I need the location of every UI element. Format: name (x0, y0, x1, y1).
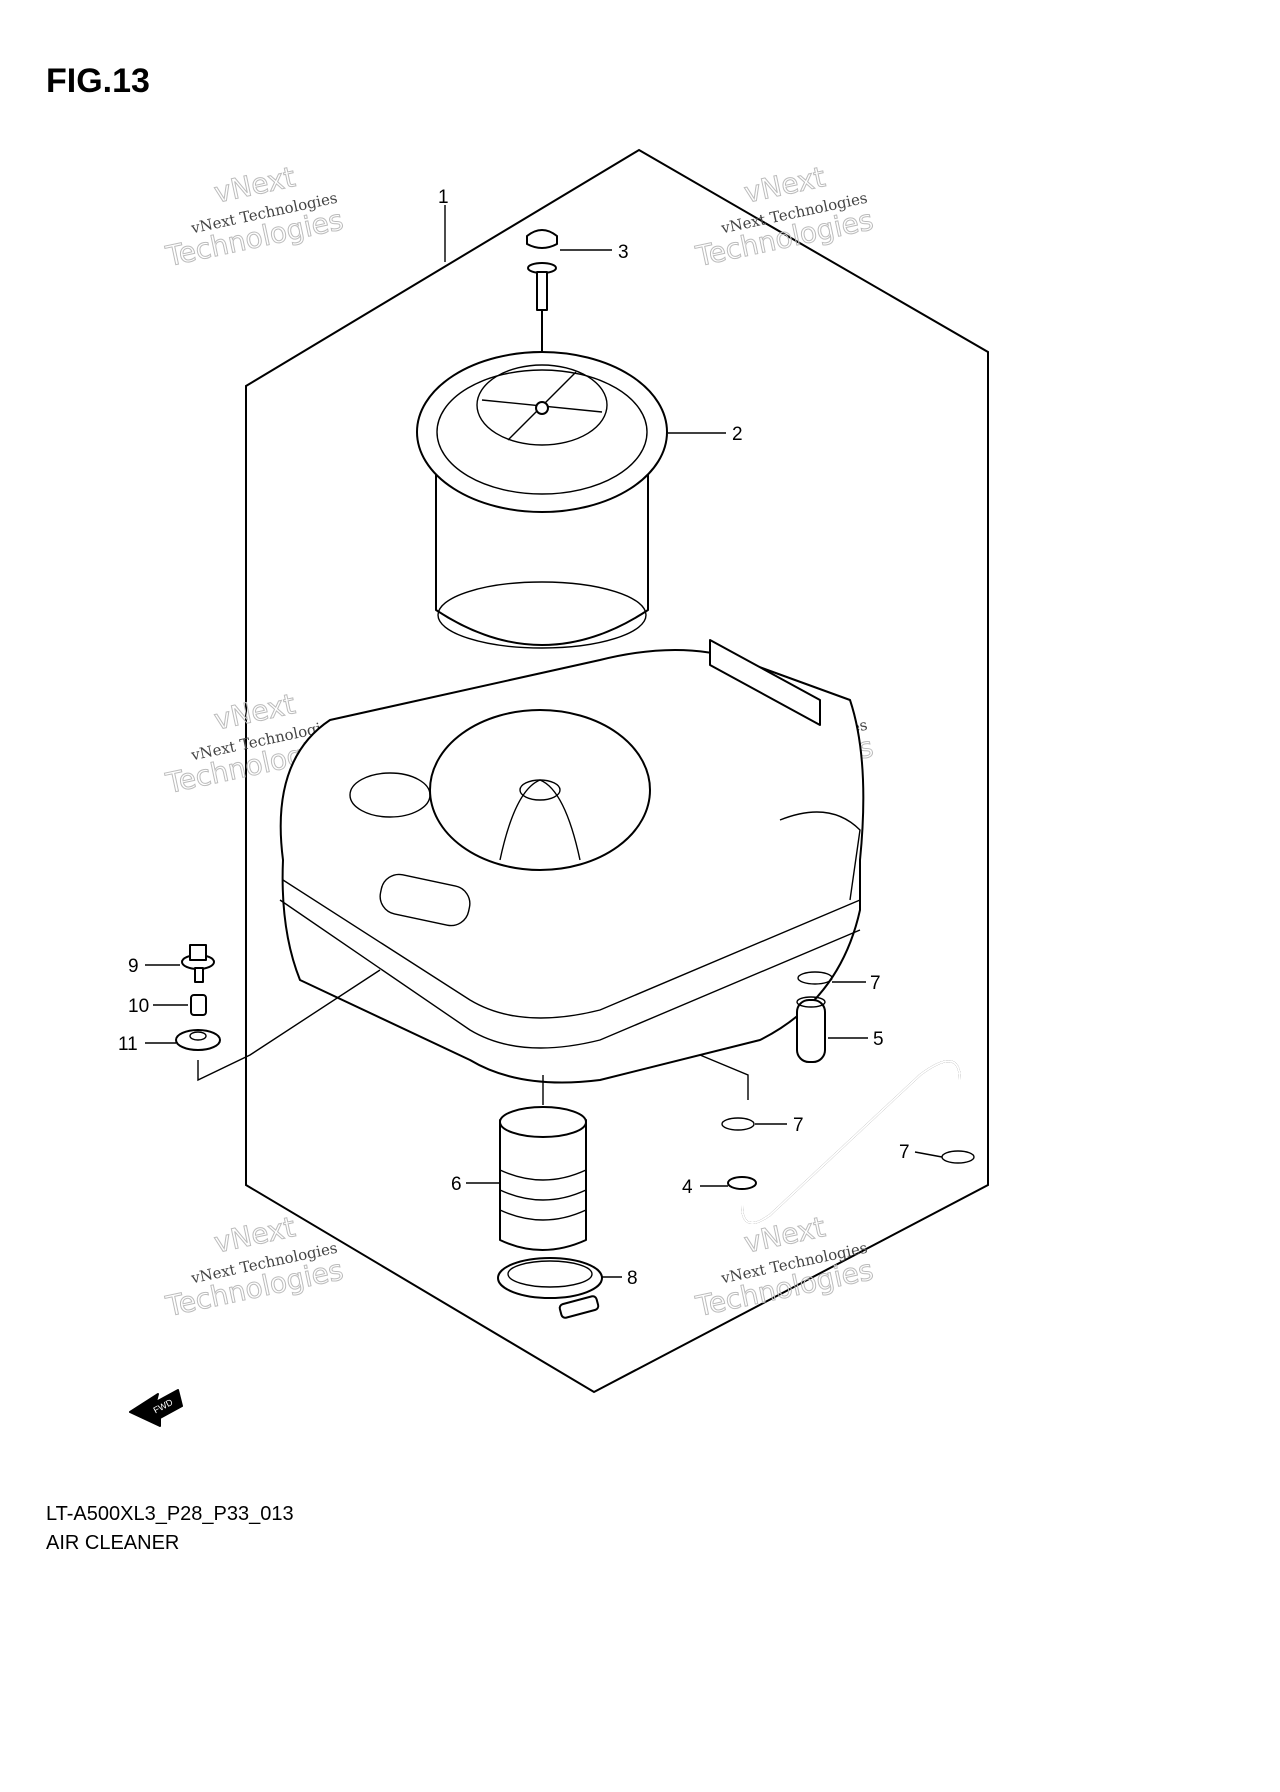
callout-11: 11 (118, 1034, 138, 1055)
callout-10: 10 (128, 996, 149, 1017)
part-7-clamp-right (941, 1150, 975, 1164)
leader-7c (914, 1151, 943, 1158)
watermark-top-right: vNext vNext Technologies Technologies (692, 160, 877, 274)
part-5-drain-hose (796, 996, 826, 1063)
part-1-air-cleaner-case (279, 639, 865, 1084)
callout-7-middle: 7 (793, 1115, 804, 1136)
callout-1: 1 (438, 187, 449, 208)
callout-5: 5 (873, 1029, 884, 1050)
watermark-top-left: vNext vNext Technologies Technologies (162, 160, 347, 274)
hose-leader (699, 1054, 749, 1100)
part-6-intake-boot (499, 1075, 587, 1251)
part-10-collar (190, 994, 207, 1016)
part-11-grommet (175, 1029, 221, 1051)
part-8-hose-clamp (497, 1257, 603, 1319)
callout-7-upper: 7 (870, 973, 881, 994)
callout-2: 2 (732, 424, 743, 445)
part-9-bolt (181, 944, 215, 983)
callout-3: 3 (618, 242, 629, 263)
diagram-name: AIR CLEANER (46, 1532, 180, 1554)
part-2-air-filter-element (416, 351, 668, 649)
callout-6: 6 (451, 1174, 462, 1195)
watermark-bottom-left: vNext vNext Technologies Technologies (162, 1210, 347, 1324)
part-7-clamp-middle (721, 1117, 755, 1131)
fwd-arrow-icon: FWD (129, 1389, 183, 1427)
part-3-wing-bolt (526, 229, 558, 408)
callout-7-right: 7 (899, 1142, 910, 1163)
watermark-bottom-right: vNext vNext Technologies Technologies (692, 1210, 877, 1324)
part-4-breather-hose (727, 1060, 961, 1224)
mount-leader (197, 969, 381, 1082)
part-7-clamp-upper (797, 971, 833, 985)
assembly-boundary (245, 148, 989, 1394)
callout-8: 8 (627, 1268, 638, 1289)
callout-4: 4 (682, 1177, 693, 1198)
diagram-code: LT-A500XL3_P28_P33_013 (46, 1503, 294, 1525)
callout-9: 9 (128, 956, 139, 977)
figure-title: FIG.13 (46, 62, 150, 100)
